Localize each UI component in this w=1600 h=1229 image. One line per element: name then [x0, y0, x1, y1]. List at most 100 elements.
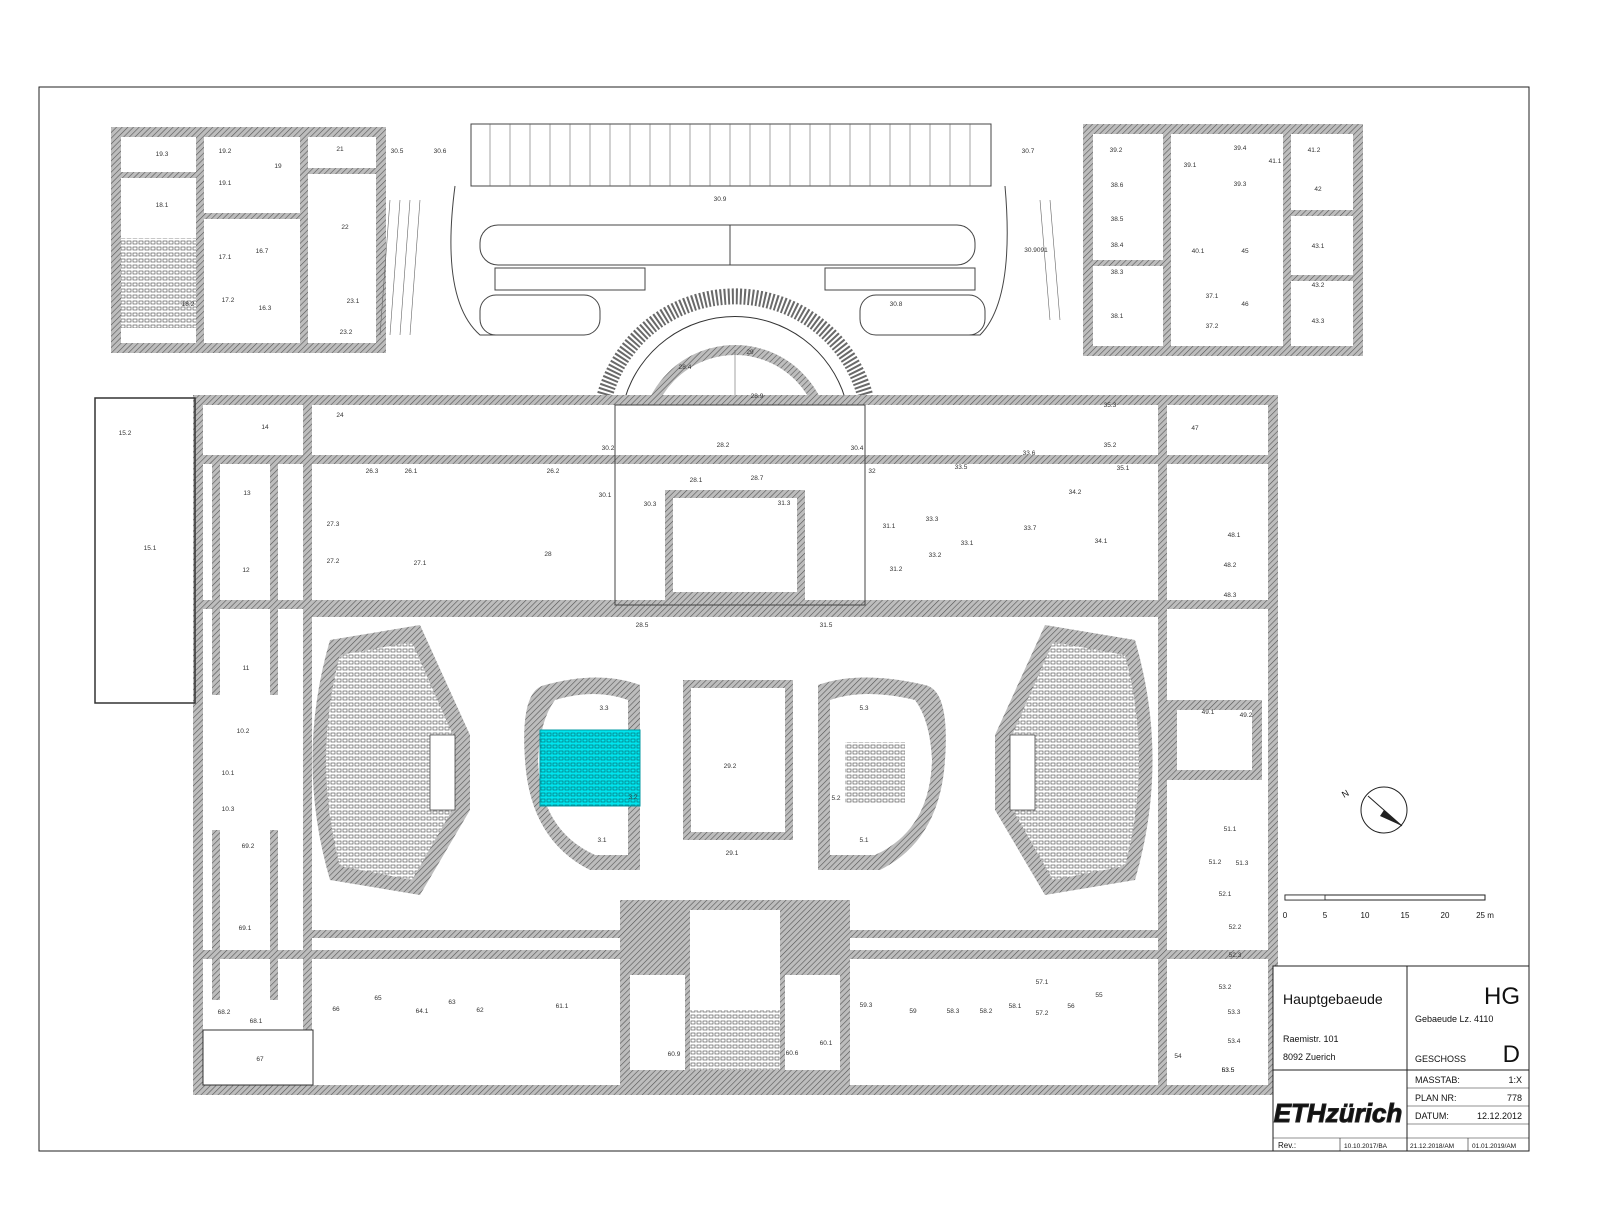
building-code: HG [1484, 983, 1520, 1010]
wing-northwest [111, 127, 386, 353]
room-label-33-3: 33.3 [926, 516, 939, 523]
room-label-10-2: 10.2 [237, 728, 250, 735]
room-label-16-7: 16.7 [256, 248, 269, 255]
room-label-15-1: 15.1 [144, 545, 157, 552]
room-label-16-3: 16.3 [259, 305, 272, 312]
room-label-18-1: 18.1 [156, 202, 169, 209]
room-label-58-1: 58.1 [1009, 1003, 1022, 1010]
room-label-46: 46 [1241, 301, 1249, 308]
room-label-48-1: 48.1 [1228, 532, 1241, 539]
room-label-35-2: 35.2 [1104, 442, 1117, 449]
scale-tick-label: 0 [1283, 911, 1288, 920]
building-number: Gebaeude Lz. 4110 [1415, 1014, 1493, 1024]
room-label-58-2: 58.2 [980, 1008, 993, 1015]
room-label-49-2: 49.2 [1240, 712, 1253, 719]
room-label-3-3: 3.3 [599, 705, 608, 712]
room-label-69-1: 69.1 [239, 925, 252, 932]
room-label-40-1: 40.1 [1192, 248, 1205, 255]
room-label-47: 47 [1191, 425, 1199, 432]
room-label-28-4: 28.4 [679, 364, 692, 371]
room-label-26-2: 26.2 [547, 468, 560, 475]
room-label-65: 65 [374, 995, 382, 1002]
scale-tick-label: 20 [1441, 911, 1450, 920]
room-label-55: 55 [1095, 992, 1103, 999]
scale-value: 1:X [1508, 1075, 1522, 1085]
lecture-hall-5 [818, 677, 946, 870]
room-label-12: 12 [242, 567, 250, 574]
date-label: DATUM: [1415, 1111, 1449, 1121]
room-label-29-2: 29.2 [724, 763, 737, 770]
room-label-28-2: 28.2 [717, 442, 730, 449]
room-label-60-9: 60.9 [668, 1051, 681, 1058]
room-label-60-1: 60.1 [820, 1040, 833, 1047]
auditorium-west [312, 625, 470, 895]
room-label-19-1: 19.1 [219, 180, 232, 187]
room-3-2-highlight[interactable] [539, 729, 641, 807]
north-arrow-label: N [1340, 788, 1351, 800]
room-label-10-1: 10.1 [222, 770, 235, 777]
plan-value: 778 [1507, 1093, 1522, 1103]
scale-tick-label: 25 m [1476, 911, 1494, 920]
room-label-39-3: 39.3 [1234, 181, 1247, 188]
room-label-21: 21 [336, 146, 344, 153]
room-label-48-3: 48.3 [1224, 592, 1237, 599]
room-label-27-1: 27.1 [414, 560, 427, 567]
room-label-54: 54 [1174, 1053, 1182, 1060]
room-label-64-1: 64.1 [416, 1008, 429, 1015]
room-label-38-5: 38.5 [1111, 216, 1124, 223]
room-label-30-7: 30.7 [1022, 148, 1035, 155]
room-label-39-2: 39.2 [1110, 147, 1123, 154]
room-label-13: 13 [243, 490, 251, 497]
room-label-38-1: 38.1 [1111, 313, 1124, 320]
room-label-53-3: 53.3 [1228, 1009, 1241, 1016]
room-label-15-2: 15.2 [119, 430, 132, 437]
north-arrow: N [1340, 786, 1408, 834]
room-label-66: 66 [332, 1006, 340, 1013]
room-label-41-1: 41.1 [1269, 158, 1282, 165]
room-label-38-3: 38.3 [1111, 269, 1124, 276]
room-label-33-5: 33.5 [955, 464, 968, 471]
room-label-27-2: 27.2 [327, 558, 340, 565]
room-label-34-1: 34.1 [1095, 538, 1108, 545]
room-label-31-2: 31.2 [890, 566, 903, 573]
room-label-3-2: 3.2 [628, 794, 637, 801]
room-label-30-9091: 30.9091 [1024, 247, 1048, 254]
room-label-57-2: 57.2 [1036, 1010, 1049, 1017]
room-label-5-1: 5.1 [859, 837, 868, 844]
room-label-10-3: 10.3 [222, 806, 235, 813]
floor-label: GESCHOSS [1415, 1054, 1466, 1064]
auditorium-east [995, 625, 1153, 895]
room-label-26-3: 26.3 [366, 468, 379, 475]
room-label-31-3: 31.3 [778, 500, 791, 507]
room-label-58-3: 58.3 [947, 1008, 960, 1015]
room-label-39-1: 39.1 [1184, 162, 1197, 169]
room-label-52-2: 52.2 [1229, 924, 1242, 931]
room-label-3-1: 3.1 [597, 837, 606, 844]
floor-value: D [1503, 1041, 1520, 1068]
room-label-5-2: 5.2 [831, 795, 840, 802]
room-label-14: 14 [261, 424, 269, 431]
room-label-51-2: 51.2 [1209, 859, 1222, 866]
room-label-31-5: 31.5 [820, 622, 833, 629]
room-label-63: 63 [448, 999, 456, 1006]
room-label-52-3: 52.3 [1229, 952, 1242, 959]
room-label-51-1: 51.1 [1224, 826, 1237, 833]
room-label-43-3: 43.3 [1312, 318, 1325, 325]
scale-label: MASSTAB: [1415, 1075, 1460, 1085]
room-label-30-4: 30.4 [851, 445, 864, 452]
room-label-19-2: 19.2 [219, 148, 232, 155]
rev-date-2: 21.12.2018/AM [1410, 1143, 1454, 1150]
room-label-17-1: 17.1 [219, 254, 232, 261]
room-label-30-2: 30.2 [602, 445, 615, 452]
room-label-23-2: 23.2 [340, 329, 353, 336]
room-label-68-2: 68.2 [218, 1009, 231, 1016]
room-label-45: 45 [1241, 248, 1249, 255]
room-label-42: 42 [1314, 186, 1322, 193]
room-label-33-6: 33.6 [1023, 450, 1036, 457]
room-label-18-2: 18.2 [182, 301, 195, 308]
room-label-30-8: 30.8 [890, 301, 903, 308]
drawing-frame [38, 86, 1530, 1152]
room-label-61-1: 61.1 [556, 1003, 569, 1010]
wing-northeast [1083, 124, 1363, 356]
